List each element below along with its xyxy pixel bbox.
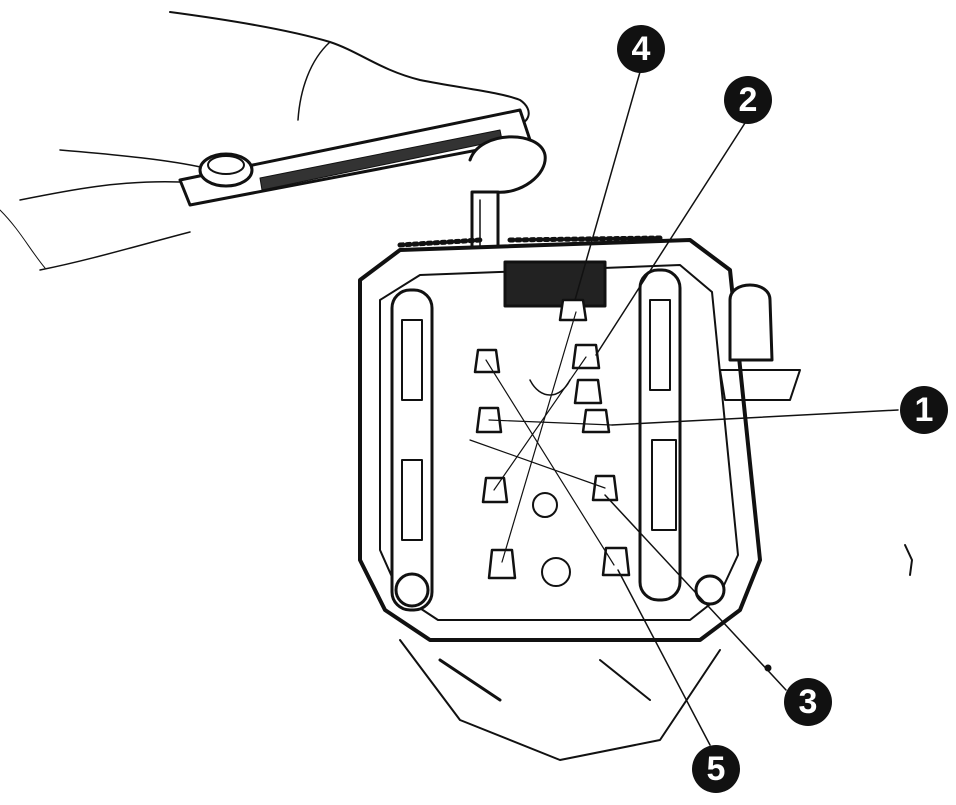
head-nuts: [473, 298, 631, 580]
leader-lines: [574, 71, 899, 746]
leader-line-4: [574, 71, 641, 301]
sequence-lines: [469, 311, 615, 566]
cylinder-head-icon: [358, 235, 801, 761]
nut-icon: [558, 298, 588, 322]
callout-2: 2: [724, 76, 772, 124]
leader-line-1: [611, 409, 899, 426]
callout-4: 4: [617, 25, 665, 73]
nut-icon: [581, 408, 611, 434]
nut-icon: [487, 548, 517, 580]
leader-line-2: [595, 122, 746, 356]
callout-3: 3: [784, 678, 832, 726]
nut-icon: [601, 546, 631, 577]
nut-icon: [481, 476, 509, 504]
hand-icon: [0, 11, 530, 271]
nut-icon: [573, 378, 603, 405]
leader-line-3: [604, 494, 787, 691]
leader-line-5: [617, 569, 711, 746]
callout-5: 5: [692, 745, 740, 793]
callout-1: 1: [900, 386, 948, 434]
